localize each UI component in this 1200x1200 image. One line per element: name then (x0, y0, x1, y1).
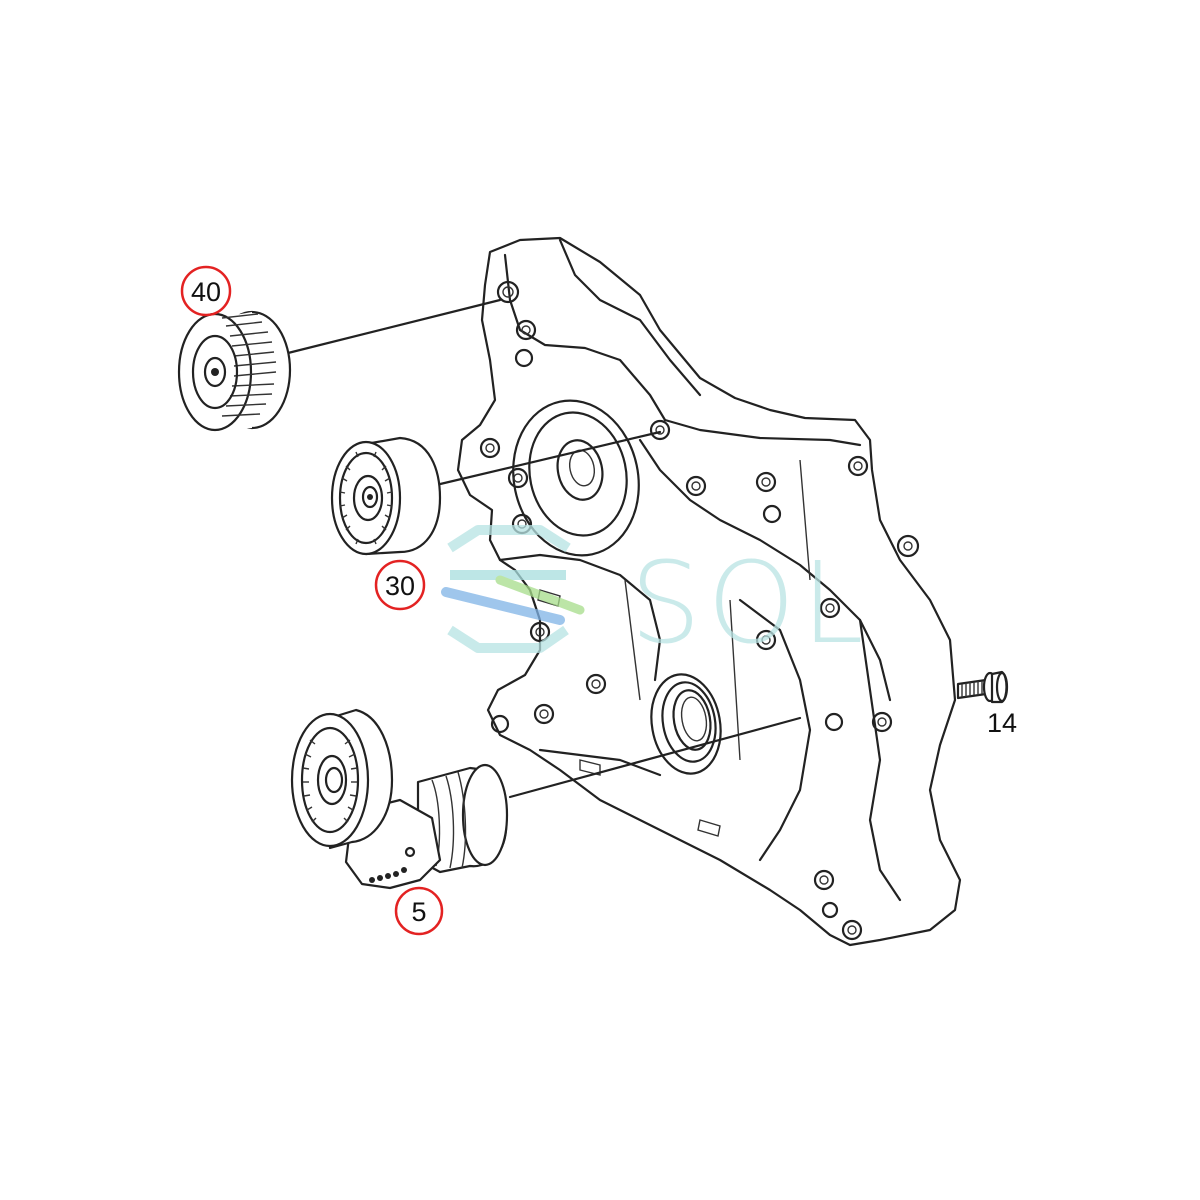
leader-lines (286, 298, 802, 799)
callout-30: 30 (374, 559, 426, 611)
callout-label: 40 (191, 277, 221, 307)
callout-highlight-circle (180, 265, 232, 317)
callout-5: 5 (394, 886, 444, 936)
callout-label: 14 (987, 708, 1017, 738)
idler-pulley-smooth[interactable] (330, 436, 442, 556)
callout-highlight-circle (394, 886, 444, 936)
callout-label: 30 (385, 571, 415, 601)
timing-cover (456, 236, 962, 947)
watermark-logo-mark (441, 525, 585, 653)
tensioner-scale-marks (369, 846, 416, 883)
idler-pulley-grooved[interactable] (177, 310, 292, 432)
watermark: SOL (441, 525, 870, 669)
callout-14: 14 (987, 708, 1017, 738)
watermark-text: SOL (630, 539, 870, 669)
callout-40: 40 (180, 265, 232, 317)
callout-highlight-circle (374, 559, 426, 611)
mounting-bolt[interactable] (956, 670, 1009, 704)
belt-tensioner[interactable] (290, 708, 509, 890)
callout-label: 5 (411, 897, 426, 927)
